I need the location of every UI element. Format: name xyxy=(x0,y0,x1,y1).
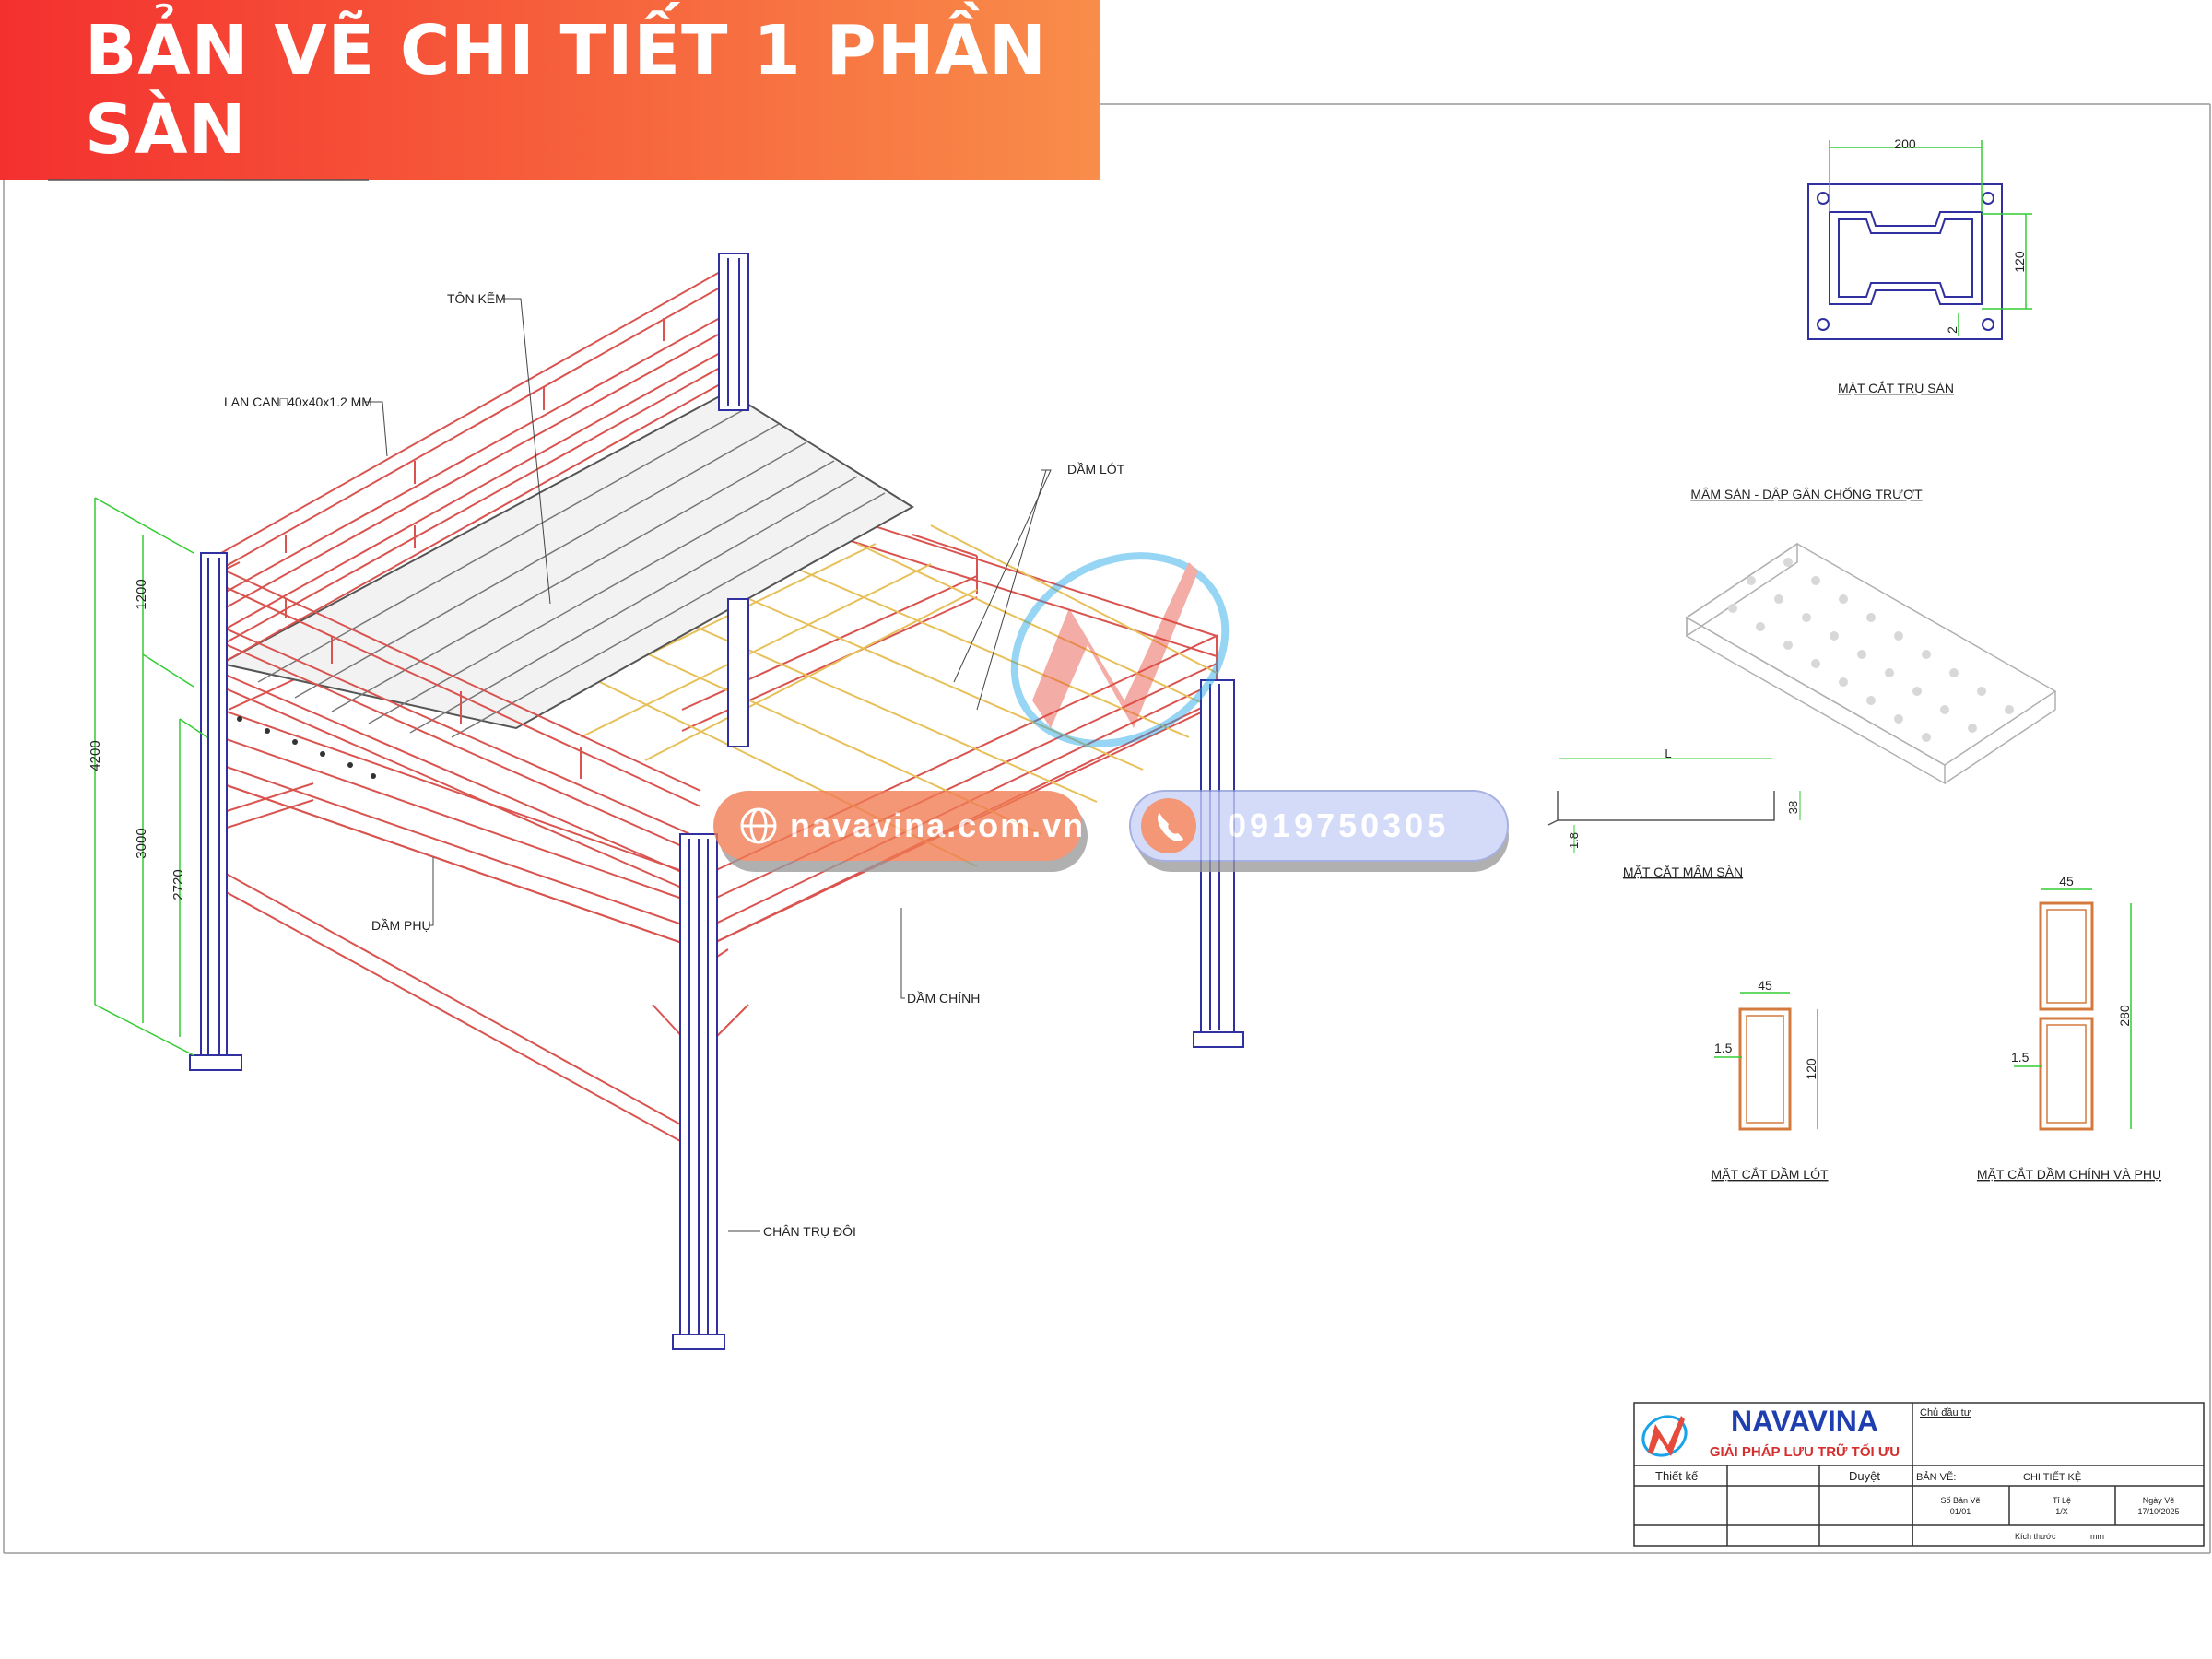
label-ton-kem: TÔN KẼM xyxy=(447,291,506,306)
column-section-thickness: 2 xyxy=(1945,326,1959,334)
website-text: navavina.com.vn xyxy=(790,806,1085,844)
joist-thickness: 1.5 xyxy=(1714,1041,1733,1055)
title-banner: BẢN VẼ CHI TIẾT 1 PHẦN SÀN xyxy=(0,0,1100,180)
beam-caption: MẶT CẮT DẦM CHÍNH VÀ PHỤ xyxy=(1977,1166,2161,1182)
callout-labels: TÔN KẼM LAN CAN□40x40x1.2 MM DẦM LÓT DẦM… xyxy=(224,291,1125,1239)
joist-caption: MẶT CẮT DẦM LÓT xyxy=(1711,1166,1829,1182)
phone-icon xyxy=(1158,813,1183,841)
beam-height: 280 xyxy=(2117,1005,2132,1027)
column-section-height: 120 xyxy=(2012,251,2027,273)
brand-tagline: GIẢI PHÁP LƯU TRỮ TỐI ƯU xyxy=(1710,1443,1900,1460)
owner-label: Chủ đầu tư xyxy=(1920,1407,1971,1418)
label-lan-can: LAN CAN□40x40x1.2 MM xyxy=(224,394,372,409)
design-label: Thiết kế xyxy=(1655,1469,1699,1483)
tray-section-caption: MẶT CẮT MÂM SÀN xyxy=(1623,864,1743,879)
tray-length: L xyxy=(1665,747,1671,760)
website-pill: navavina.com.vn xyxy=(713,791,1088,872)
tray-detail: MÂM SÀN - DẬP GÂN CHỐNG TRƯỢT xyxy=(1547,486,2057,879)
phone-pill: 0919750305 xyxy=(1129,790,1509,872)
beam-section-detail: 45 280 1.5 MẶT CẮT DẦM CHÍNH VÀ PHỤ xyxy=(1977,874,2161,1182)
joist-section-detail: 45 120 1.5 MẶT CẮT DẦM LÓT xyxy=(1711,978,1829,1182)
beam-thickness: 1.5 xyxy=(2011,1050,2030,1065)
approve-label: Duyệt xyxy=(1849,1469,1880,1483)
label-dam-phu: DẦM PHỤ xyxy=(371,918,431,933)
dimension-labels: 4200 1200 3000 2720 xyxy=(88,579,186,900)
sheet-value: 01/01 xyxy=(1950,1507,1971,1516)
date-label: Ngày Vẽ xyxy=(2143,1496,2175,1505)
dim-clear-height: 2720 xyxy=(171,869,186,900)
date-value: 17/10/2025 xyxy=(2137,1507,2179,1516)
floor-decking xyxy=(218,390,914,779)
label-dam-lot: DẦM LÓT xyxy=(1067,462,1125,477)
scale-label: Tỉ Lệ xyxy=(2053,1496,2071,1505)
column-section-width: 200 xyxy=(1894,136,1916,151)
column-front-left xyxy=(200,552,228,1061)
dim-railing-height: 1200 xyxy=(134,579,149,609)
tray-thickness: 1.8 xyxy=(1567,832,1581,849)
size-label: Kích thước xyxy=(2015,1532,2056,1541)
drawing-value: CHI TIẾT KỆ xyxy=(2023,1471,2081,1483)
tray-height: 38 xyxy=(1786,801,1800,814)
brand-name: NAVAVINA xyxy=(1731,1405,1878,1438)
phone-text: 0919750305 xyxy=(1228,806,1449,844)
scale-value: 1/X xyxy=(2055,1507,2068,1516)
size-value: mm xyxy=(2090,1532,2104,1541)
drawing-frame xyxy=(3,103,2211,1554)
beam-width: 45 xyxy=(2059,874,2074,888)
drawing-label: BẢN VẼ: xyxy=(1916,1471,1956,1483)
label-dam-chinh: DẦM CHÍNH xyxy=(907,991,980,1006)
tray-caption: MÂM SÀN - DẬP GÂN CHỐNG TRƯỢT xyxy=(1690,486,1923,501)
title-block: NAVAVINA GIẢI PHÁP LƯU TRỮ TỐI ƯU Chủ đầ… xyxy=(1633,1402,2205,1547)
page-title: BẢN VẼ CHI TIẾT 1 PHẦN SÀN xyxy=(85,10,1047,170)
sheet-label: Số Bản Vẽ xyxy=(1940,1496,1980,1505)
globe-icon xyxy=(740,807,777,844)
dim-floor-height: 3000 xyxy=(134,828,149,858)
callout-leaders xyxy=(364,298,1052,1232)
watermark-logo xyxy=(1010,552,1230,747)
navavina-logo-icon xyxy=(1641,1415,1688,1457)
railings xyxy=(202,266,729,897)
dim-total-height: 4200 xyxy=(88,740,103,771)
column-back-left xyxy=(718,253,749,411)
height-dimensions xyxy=(94,497,208,1056)
mezzanine-isometric-view: 4200 1200 3000 2720 TÔN KẼM LAN CAN□40x4… xyxy=(88,253,1244,1350)
joist-width: 45 xyxy=(1758,978,1772,993)
column-section-caption: MẶT CẮT TRỤ SÀN xyxy=(1838,380,1954,395)
column-section-detail: 200 120 2 MẶT CẮT TRỤ SÀN xyxy=(1807,136,2032,395)
joist-height: 120 xyxy=(1804,1058,1818,1080)
label-chan-tru-doi: CHÂN TRỤ ĐÔI xyxy=(763,1224,856,1239)
